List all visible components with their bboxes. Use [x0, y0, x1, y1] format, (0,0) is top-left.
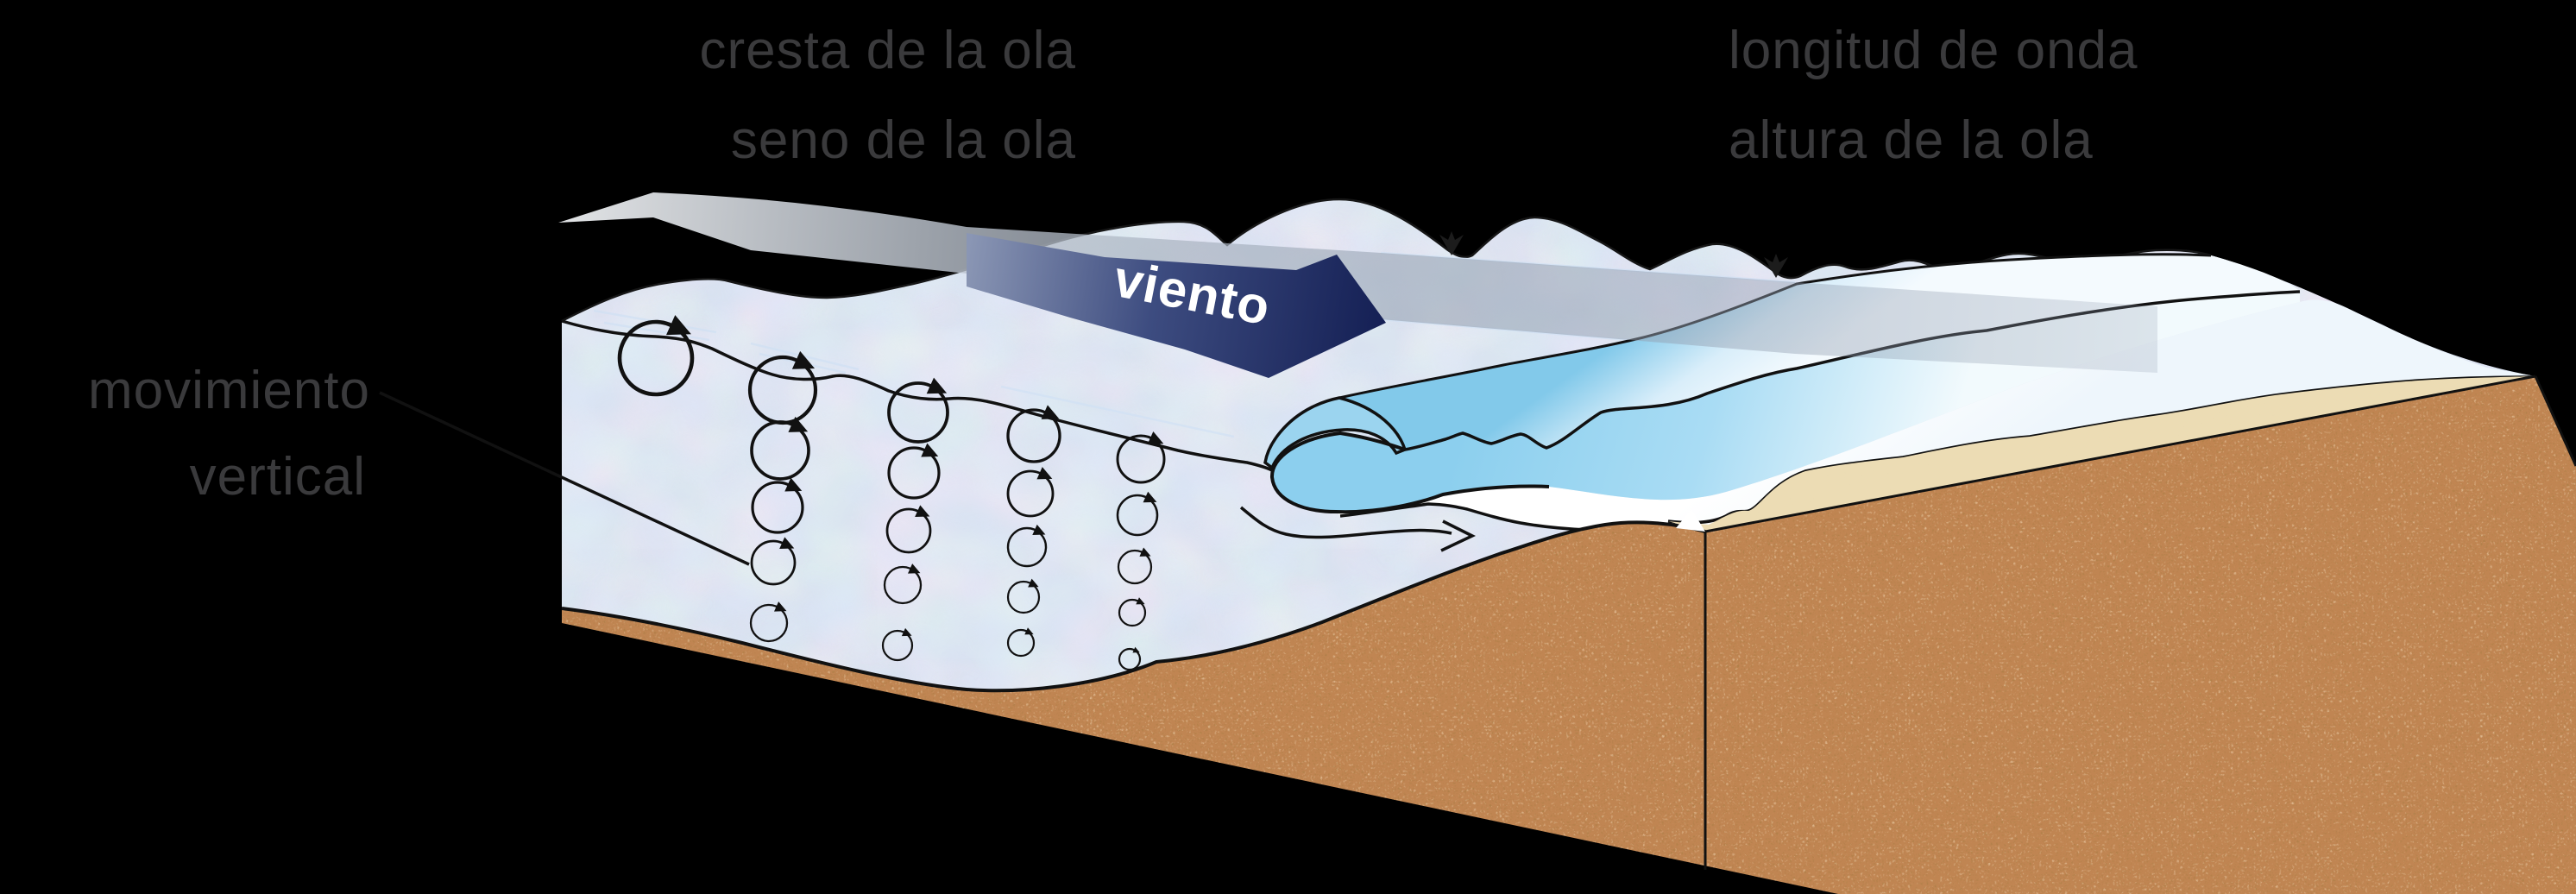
orbital-circle — [1118, 647, 1142, 671]
orbital-arrowhead — [1041, 405, 1060, 419]
orbital-arrowhead — [1132, 646, 1140, 653]
orbital-motion-circles — [617, 315, 1166, 671]
foam-notch — [1676, 509, 1705, 532]
orbital-circle — [887, 446, 941, 500]
orbital-arrowhead — [926, 377, 948, 394]
orbital-arrowhead — [666, 315, 691, 336]
orbital-circle — [1116, 494, 1159, 537]
trough-tick-marks — [1439, 231, 1788, 278]
wind-plane-ribbon — [558, 192, 2157, 373]
seafloor-slope-edge — [561, 520, 1706, 693]
wave-curl-lip — [1263, 396, 1408, 470]
waterline-front-face — [561, 319, 1273, 472]
orbital-circle — [1006, 526, 1048, 568]
curl-outline — [1269, 431, 1550, 514]
label-longitud-de-onda: longitud de onda — [1729, 21, 2138, 80]
orbital-arrowhead — [908, 563, 921, 574]
orbital-circle — [617, 319, 695, 397]
orbital-arrowhead — [774, 601, 787, 612]
orbital-circle — [1118, 598, 1147, 627]
orbital-arrowhead — [1032, 524, 1046, 535]
label-seno-de-la-ola: seno de la ola — [730, 110, 1076, 170]
orbital-arrowhead — [901, 627, 912, 637]
label-movimiento: movimiento — [88, 361, 370, 420]
movimiento-leader-line — [379, 391, 750, 566]
orbital-circle — [1006, 469, 1055, 518]
orbital-arrowhead — [779, 537, 795, 550]
orbital-circle — [750, 539, 797, 586]
orbital-arrowhead — [1028, 578, 1039, 588]
beach-ridge-edge — [1704, 375, 2536, 533]
orbital-circle — [1117, 549, 1153, 585]
orbital-arrowhead — [1024, 627, 1034, 635]
orbital-arrowhead — [915, 505, 930, 518]
orbital-circle — [1006, 408, 1061, 463]
label-vertical: vertical — [189, 447, 366, 507]
orbital-arrowhead — [1143, 491, 1157, 503]
foam-lower-edge-left — [1339, 502, 1587, 532]
orbital-circle — [883, 565, 923, 605]
label-cresta-de-la-ola: cresta de la ola — [699, 21, 1076, 80]
orbital-circle — [750, 420, 810, 481]
sand-right-edge — [2534, 375, 2576, 467]
orbital-circle — [751, 481, 804, 534]
orbital-arrowhead — [1139, 547, 1151, 557]
orbital-arrowhead — [784, 477, 803, 492]
orbital-arrowhead — [791, 350, 816, 369]
orbital-arrowhead — [921, 443, 939, 457]
orbital-circle — [887, 381, 949, 444]
orbital-arrowhead — [1136, 597, 1145, 605]
orbital-circle — [749, 603, 789, 643]
orbital-circle — [881, 629, 914, 662]
label-altura-de-la-ola: altura de la ola — [1729, 110, 2094, 170]
orbital-circle — [1006, 580, 1041, 614]
shoreward-flow-arrow — [1239, 506, 1477, 552]
orbital-circle — [1116, 434, 1166, 484]
orbital-circle — [1006, 628, 1036, 658]
wind-arrow: viento — [967, 233, 1386, 378]
orbital-circle — [885, 507, 932, 554]
orbital-arrowhead — [1147, 431, 1164, 444]
orbital-arrowhead — [788, 416, 809, 432]
orbital-arrowhead — [1036, 467, 1053, 480]
wave-foam — [1336, 299, 2535, 530]
